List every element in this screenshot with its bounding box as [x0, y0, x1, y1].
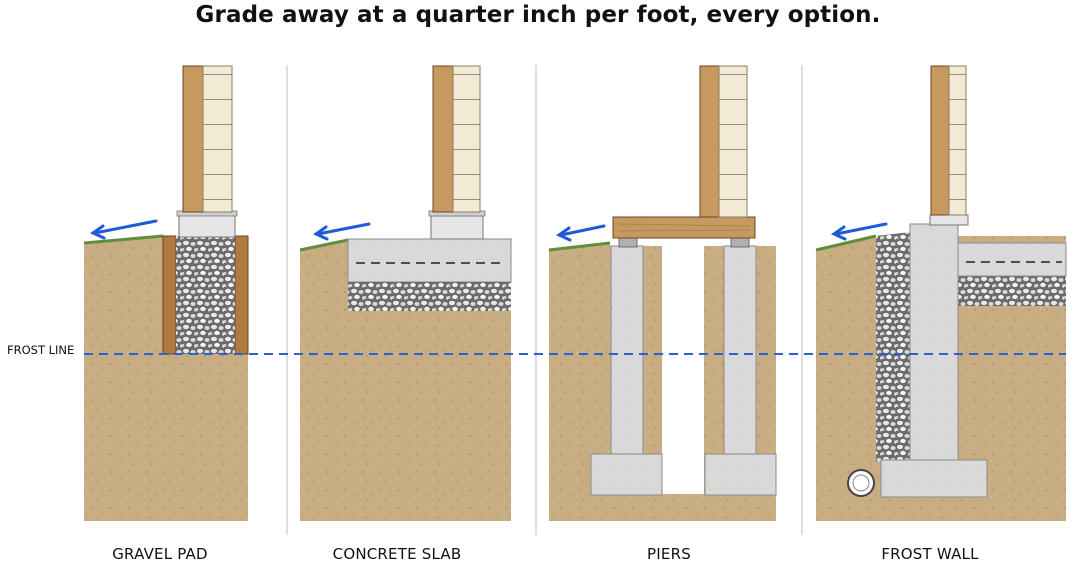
- gravel-base: [958, 276, 1066, 306]
- grade-arrow-icon: [555, 224, 606, 242]
- grass: [83, 234, 164, 245]
- sill-plate: [178, 212, 236, 238]
- concrete-slab: [957, 242, 1067, 277]
- grade-arrow-icon: [830, 222, 888, 241]
- post-bracket: [618, 237, 638, 248]
- wall-stud: [699, 65, 720, 218]
- soil: [816, 236, 876, 521]
- panel-label-concrete-slab: CONCRETE SLAB: [332, 545, 462, 563]
- drain-pipe-icon: [847, 469, 875, 497]
- siding: [452, 65, 481, 213]
- siding: [718, 65, 748, 218]
- soil: [84, 236, 163, 521]
- soil: [300, 240, 511, 521]
- grass: [548, 241, 611, 252]
- wall-footing: [880, 459, 988, 498]
- drainage-gravel: [876, 232, 910, 462]
- grade-arrow-icon: [89, 219, 158, 240]
- gravel-base: [348, 282, 511, 311]
- concrete-pier: [610, 245, 644, 455]
- panel-label-piers: PIERS: [647, 545, 691, 563]
- gravel-fill: [176, 236, 235, 354]
- grass: [815, 234, 877, 252]
- panel-piers: [548, 65, 777, 521]
- panel-gravel-pad: [83, 65, 249, 521]
- diagram-title: Grade away at a quarter inch per foot, e…: [195, 2, 881, 28]
- sill-plate: [929, 214, 969, 226]
- sill-plate: [430, 215, 484, 240]
- crawlspace: [662, 243, 704, 494]
- panel-label-gravel-pad: GRAVEL PAD: [112, 545, 208, 563]
- grade-arrow-icon: [312, 222, 371, 241]
- wall-stud: [182, 65, 204, 213]
- panel-label-frost-wall: FROST WALL: [881, 545, 979, 563]
- panel-concrete-slab: [299, 65, 512, 521]
- timber-beam: [612, 216, 756, 239]
- concrete-pier: [723, 245, 757, 455]
- pier-footing: [590, 453, 663, 496]
- wall-stud: [432, 65, 454, 213]
- grass: [299, 238, 349, 252]
- frost-line-label: FROST LINE: [7, 343, 75, 357]
- frost-wall: [909, 223, 959, 461]
- panel-frost-wall: [815, 65, 1067, 521]
- timber-frame: [162, 235, 177, 355]
- pier-footing: [704, 453, 777, 496]
- siding: [202, 65, 233, 213]
- soil: [549, 243, 610, 521]
- siding: [948, 65, 967, 216]
- wall-stud: [930, 65, 950, 216]
- concrete-slab: [347, 238, 512, 283]
